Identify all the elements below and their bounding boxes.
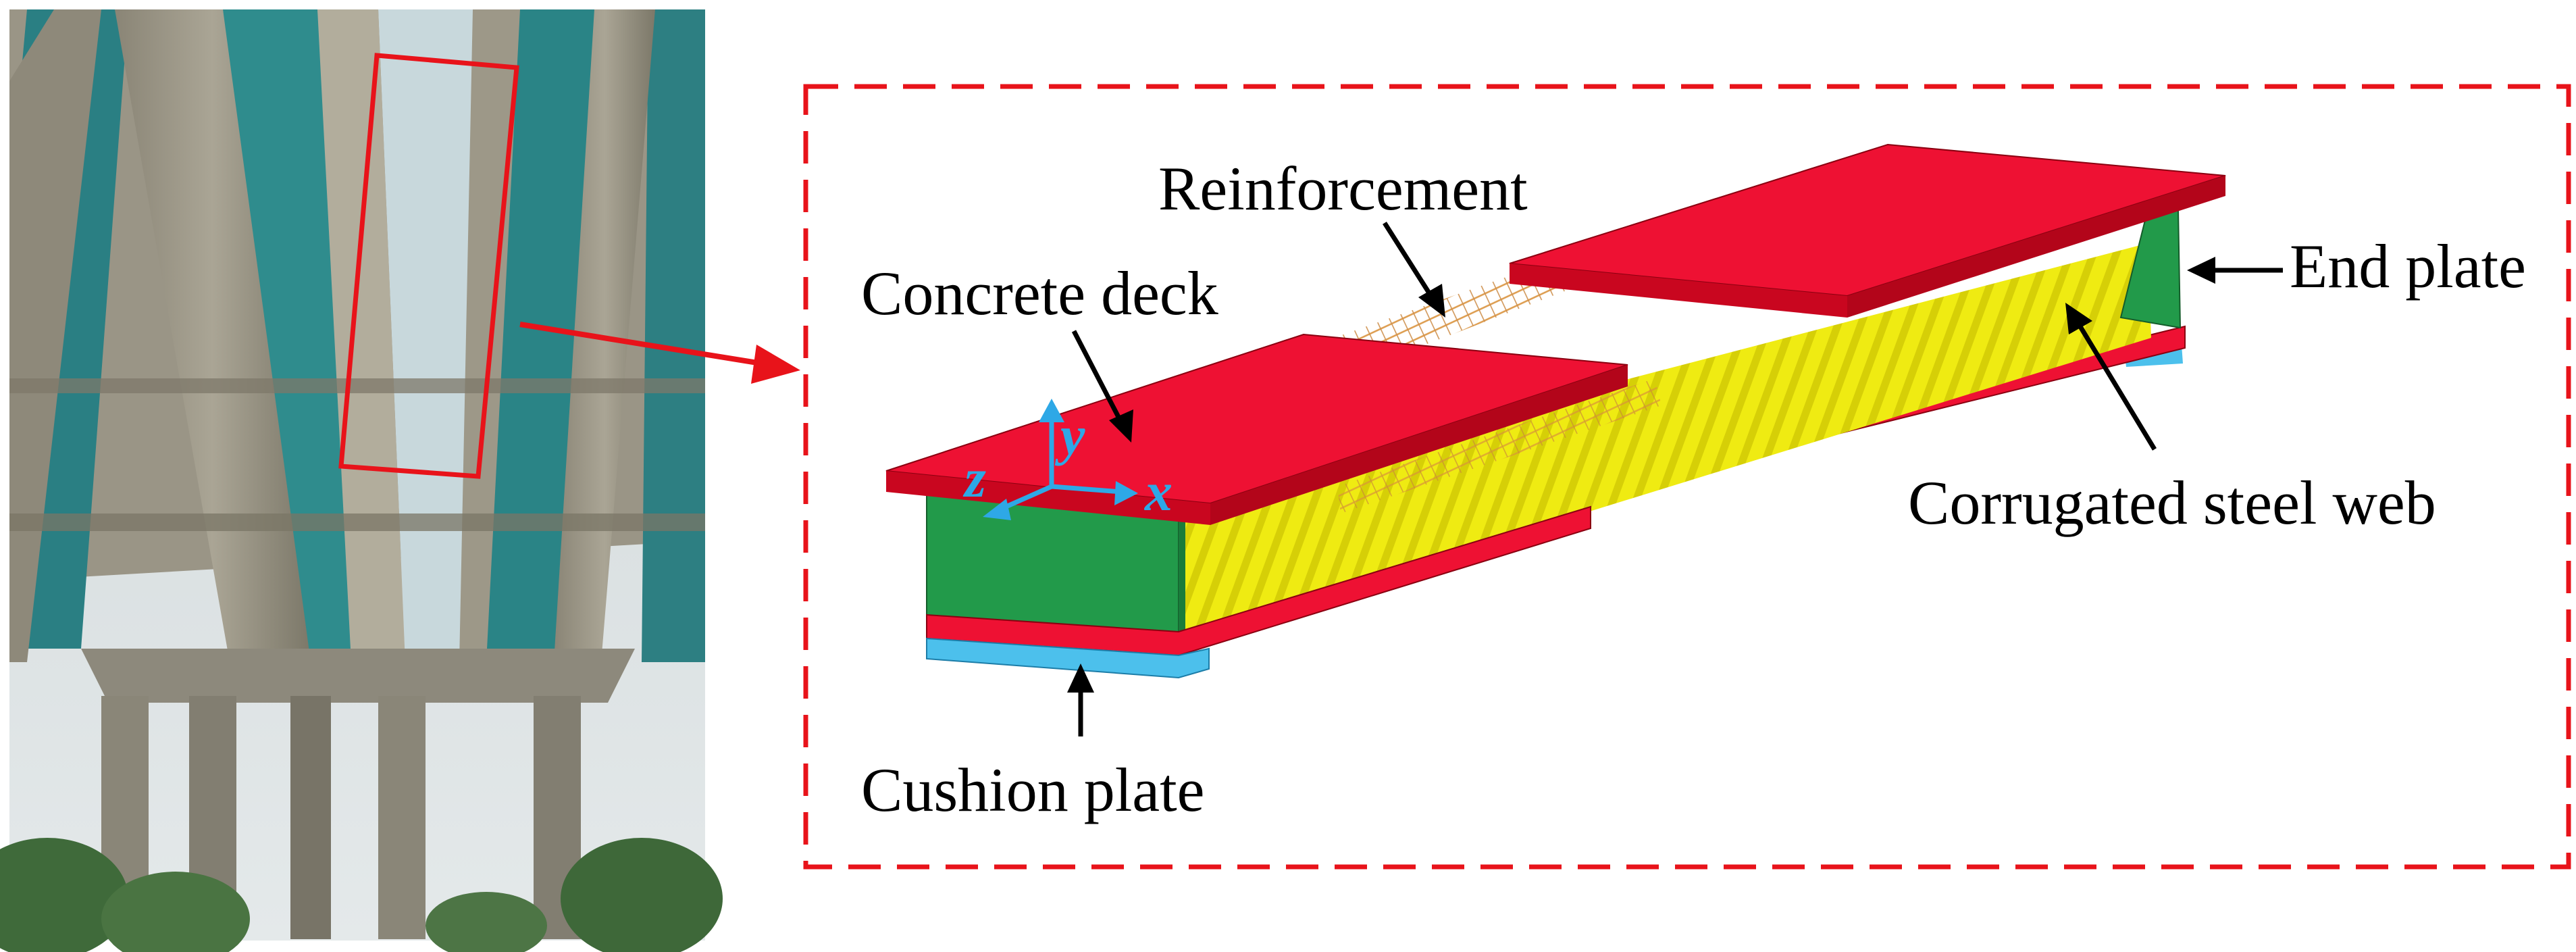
label-corrugated-steel-web: Corrugated steel web [1908,303,2436,537]
z-axis-label: z [962,447,986,509]
z-axis-arrow [983,499,1011,520]
label-end-plate: End plate [2187,232,2526,301]
reinforcement-label: Reinforcement [1158,154,1528,223]
cushion-plate-near [926,637,1210,679]
cushion-plate-label: Cushion plate [861,755,1205,824]
x-axis-line [1051,484,1122,495]
end-plate-label: End plate [2290,232,2526,301]
concrete-deck-label: Concrete deck [861,259,1218,328]
girder-model [885,143,2226,679]
corrugated-steel-web-label: Corrugated steel web [1908,468,2436,537]
label-concrete-deck: Concrete deck [861,259,1218,443]
web-segment [1179,243,2151,638]
highlight-box [338,53,519,479]
label-reinforcement: Reinforcement [1158,154,1528,318]
x-axis-label: x [1144,461,1173,522]
x-axis-arrow [1114,481,1138,505]
bridge-photo [0,9,723,952]
label-cushion-plate: Cushion plate [861,663,1205,824]
y-axis-arrow [1039,399,1064,422]
connector-arrow [519,322,800,384]
detail-frame [803,84,2571,870]
